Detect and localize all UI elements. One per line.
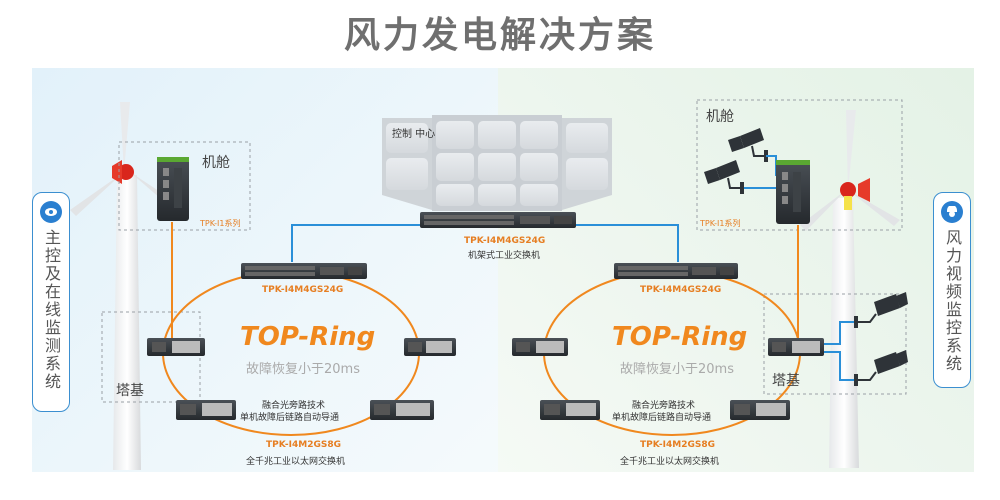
- left-tower-base-label: 塔基: [116, 383, 144, 399]
- left-edge-switch-3: [176, 400, 236, 420]
- left-tower-base-box: [101, 311, 201, 403]
- camera-link: [824, 351, 854, 381]
- right-ring-note-2: 单机故障后链路自动导通: [612, 413, 712, 423]
- right-nacelle-switch: [776, 160, 810, 224]
- left-ring-subtitle: 故障恢复小于20ms: [246, 362, 360, 377]
- right-tower-base-label: 塔基: [772, 373, 800, 389]
- camera-link: [824, 321, 854, 345]
- right-system-card: 风力视频监控系统: [933, 192, 971, 388]
- right-agg-switch: [614, 263, 738, 279]
- left-nacelle-switch: [157, 157, 189, 221]
- left-nacelle-label: 机舱: [202, 155, 230, 171]
- page-title: 风力发电解决方案: [343, 15, 656, 56]
- right-nacelle-model: TPK-I1系列: [700, 219, 741, 228]
- right-nacelle-box: [696, 99, 903, 231]
- left-edge-switch-1: [147, 338, 205, 356]
- left-edge-switch-4: [370, 400, 434, 420]
- right-tower-base-box: [763, 293, 907, 395]
- core-switch: [420, 212, 576, 228]
- left-ring-title: TOP-Ring: [240, 322, 376, 352]
- right-system-label: 风力视频监控系统: [943, 229, 962, 373]
- left-edge-switch-2: [404, 338, 456, 356]
- right-ring-note-1: 融合光旁路技术: [632, 401, 696, 411]
- left-agg-switch: [241, 263, 367, 279]
- control-center-video-wall: [382, 115, 612, 211]
- right-edge-switch-desc: 全千兆工业以太网交换机: [620, 457, 720, 467]
- right-edge-switch-3: [540, 400, 600, 420]
- right-edge-switch-model: TPK-I4M2GS8G: [640, 440, 716, 450]
- right-edge-switch-2: [768, 338, 824, 356]
- right-ring-subtitle: 故障恢复小于20ms: [620, 362, 734, 377]
- camera-dome-icon: [941, 201, 963, 223]
- left-edge-switch-desc: 全千兆工业以太网交换机: [246, 457, 346, 467]
- right-agg-switch-model: TPK-I4M4GS24G: [640, 285, 722, 295]
- core-switch-model: TPK-I4M4GS24G: [464, 236, 546, 246]
- uplink-left: [291, 224, 422, 262]
- left-nacelle-model: TPK-I1系列: [200, 219, 241, 228]
- left-agg-switch-model: TPK-I4M4GS24G: [262, 285, 344, 295]
- right-wind-turbine: [800, 110, 900, 468]
- eye-icon: [40, 201, 62, 223]
- control-center-label: 控制 中心: [392, 129, 436, 140]
- left-system-card: 主控及在线监测系统: [32, 192, 70, 412]
- right-nacelle-label: 机舱: [706, 109, 734, 125]
- uplink-right: [575, 224, 679, 262]
- left-ring-note-1: 融合光旁路技术: [262, 401, 326, 411]
- left-nacelle-box: [118, 141, 251, 231]
- left-system-label: 主控及在线监测系统: [42, 229, 61, 391]
- camera-icon: [728, 128, 768, 162]
- camera-icon: [854, 292, 908, 328]
- core-switch-desc: 机架式工业交换机: [468, 251, 541, 261]
- left-edge-switch-model: TPK-I4M2GS8G: [266, 440, 342, 450]
- left-ring-note-2: 单机故障后链路自动导通: [240, 413, 340, 423]
- right-edge-switch-1: [512, 338, 568, 356]
- camera-icon: [854, 350, 908, 386]
- camera-icon: [704, 160, 744, 194]
- right-edge-switch-4: [730, 400, 790, 420]
- right-ring-title: TOP-Ring: [612, 322, 748, 352]
